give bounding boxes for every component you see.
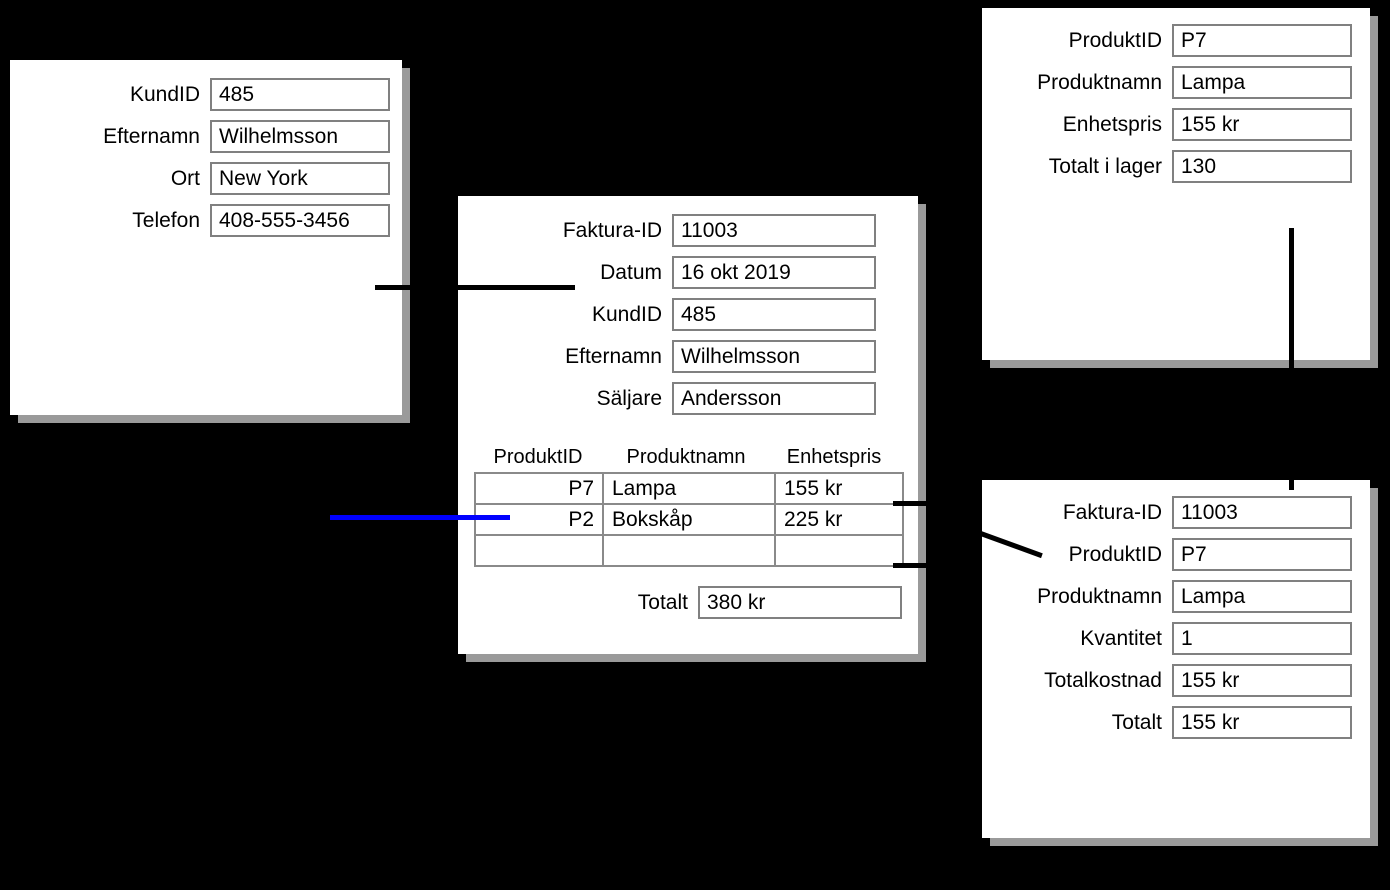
column-header-productname: Produktnamn	[626, 446, 746, 468]
cell-productid[interactable]	[474, 534, 604, 567]
field-row: Kvantitet 1	[982, 622, 1370, 655]
field-row: ProduktID P7	[982, 538, 1370, 571]
table-row[interactable]: P2 Bokskåp 225 kr	[474, 503, 904, 536]
total-label: Totalt	[637, 591, 688, 614]
invoice-line-field-list: Faktura-ID 11003 ProduktID P7 Produktnam…	[982, 480, 1386, 748]
field-label: ProduktID	[1068, 543, 1162, 566]
field-row: Efternamn Wilhelmsson	[10, 120, 402, 153]
field-row: Efternamn Wilhelmsson	[458, 340, 918, 373]
connector-invoice-row-stub-bottom	[893, 563, 935, 568]
field-value[interactable]: 155 kr	[1172, 706, 1352, 739]
field-value[interactable]: 1	[1172, 622, 1352, 655]
field-label: ProduktID	[1068, 29, 1162, 52]
cell-unitprice[interactable]	[774, 534, 904, 567]
invoice-card: Faktura-ID 11003 Datum 16 okt 2019 KundI…	[458, 196, 918, 654]
field-row: KundID 485	[458, 298, 918, 331]
field-row: Säljare Andersson	[458, 382, 918, 415]
field-row: Enhetspris 155 kr	[982, 108, 1370, 141]
customer-card: KundID 485 Efternamn Wilhelmsson Ort New…	[10, 60, 402, 415]
total-value[interactable]: 380 kr	[698, 586, 902, 619]
table-row[interactable]: P7 Lampa 155 kr	[474, 472, 904, 505]
field-row: Totalkostnad 155 kr	[982, 664, 1370, 697]
cell-unitprice[interactable]: 155 kr	[774, 472, 904, 505]
field-row: KundID 485	[10, 78, 402, 111]
field-label: Efternamn	[565, 345, 662, 368]
field-label: Faktura-ID	[562, 219, 662, 242]
field-label: Datum	[600, 261, 662, 284]
field-row: ProduktID P7	[982, 24, 1370, 57]
field-label: Ort	[170, 167, 200, 190]
field-label: KundID	[129, 83, 200, 106]
field-value[interactable]: Wilhelmsson	[210, 120, 390, 153]
cell-productname[interactable]	[602, 534, 776, 567]
field-value[interactable]: New York	[210, 162, 390, 195]
field-value[interactable]: Andersson	[672, 382, 876, 415]
invoice-lines-table-wrap: ProduktID Produktnamn Enhetspris P7 Lamp…	[474, 446, 904, 567]
field-value[interactable]: 11003	[672, 214, 876, 247]
field-row: Telefon 408-555-3456	[10, 204, 402, 237]
cell-unitprice[interactable]: 225 kr	[774, 503, 904, 536]
customer-field-list: KundID 485 Efternamn Wilhelmsson Ort New…	[10, 60, 422, 246]
field-label: Produktnamn	[1037, 71, 1162, 94]
product-field-list: ProduktID P7 Produktnamn Lampa Enhetspri…	[982, 8, 1386, 192]
field-label: Kvantitet	[1080, 627, 1162, 650]
field-label: Produktnamn	[1037, 585, 1162, 608]
field-value[interactable]: Wilhelmsson	[672, 340, 876, 373]
invoice-total-row: Totalt 380 kr	[474, 586, 902, 619]
cell-productid[interactable]: P2	[474, 503, 604, 536]
cell-productname[interactable]: Lampa	[602, 472, 776, 505]
connector-invoice-row-stub-top	[893, 501, 935, 506]
field-value[interactable]: 130	[1172, 150, 1352, 183]
field-label: Säljare	[596, 387, 662, 410]
cell-productid[interactable]: P7	[474, 472, 604, 505]
field-value[interactable]: P7	[1172, 538, 1352, 571]
field-label: Enhetspris	[1062, 113, 1162, 136]
field-row: Produktnamn Lampa	[982, 66, 1370, 99]
field-value[interactable]: 485	[210, 78, 390, 111]
field-label: Telefon	[132, 209, 200, 232]
invoice-lines-table: P7 Lampa 155 kr P2 Bokskåp 225 kr	[474, 472, 904, 567]
field-label: KundID	[591, 303, 662, 326]
field-label: Totalt	[1111, 711, 1162, 734]
field-label: Efternamn	[103, 125, 200, 148]
field-row: Totalt 155 kr	[982, 706, 1370, 739]
connector-product-to-invoice-line	[1289, 228, 1294, 490]
connector-highlight-line	[330, 515, 510, 520]
field-label: Faktura-ID	[1062, 501, 1162, 524]
field-row: Datum 16 okt 2019	[458, 256, 918, 289]
field-value[interactable]: 155 kr	[1172, 664, 1352, 697]
field-label: Totalkostnad	[1044, 669, 1162, 692]
field-value[interactable]: 485	[672, 298, 876, 331]
field-value[interactable]: P7	[1172, 24, 1352, 57]
connector-customer-to-invoice	[375, 285, 575, 290]
product-card: ProduktID P7 Produktnamn Lampa Enhetspri…	[982, 8, 1370, 360]
field-row: Ort New York	[10, 162, 402, 195]
field-value[interactable]: Lampa	[1172, 580, 1352, 613]
invoice-lines-table-header: ProduktID Produktnamn Enhetspris	[474, 446, 902, 472]
field-value[interactable]: Lampa	[1172, 66, 1352, 99]
invoice-field-list: Faktura-ID 11003 Datum 16 okt 2019 KundI…	[458, 196, 938, 424]
field-value[interactable]: 155 kr	[1172, 108, 1352, 141]
field-label: Totalt i lager	[1048, 155, 1162, 178]
field-row: Faktura-ID 11003	[458, 214, 918, 247]
cell-productname[interactable]: Bokskåp	[602, 503, 776, 536]
column-header-productid: ProduktID	[493, 446, 583, 468]
field-value[interactable]: 11003	[1172, 496, 1352, 529]
column-header-unitprice: Enhetspris	[786, 446, 882, 468]
field-value[interactable]: 408-555-3456	[210, 204, 390, 237]
field-row: Faktura-ID 11003	[982, 496, 1370, 529]
invoice-line-card: Faktura-ID 11003 ProduktID P7 Produktnam…	[982, 480, 1370, 838]
field-row: Totalt i lager 130	[982, 150, 1370, 183]
field-value[interactable]: 16 okt 2019	[672, 256, 876, 289]
table-row-empty[interactable]	[474, 534, 904, 567]
field-row: Produktnamn Lampa	[982, 580, 1370, 613]
